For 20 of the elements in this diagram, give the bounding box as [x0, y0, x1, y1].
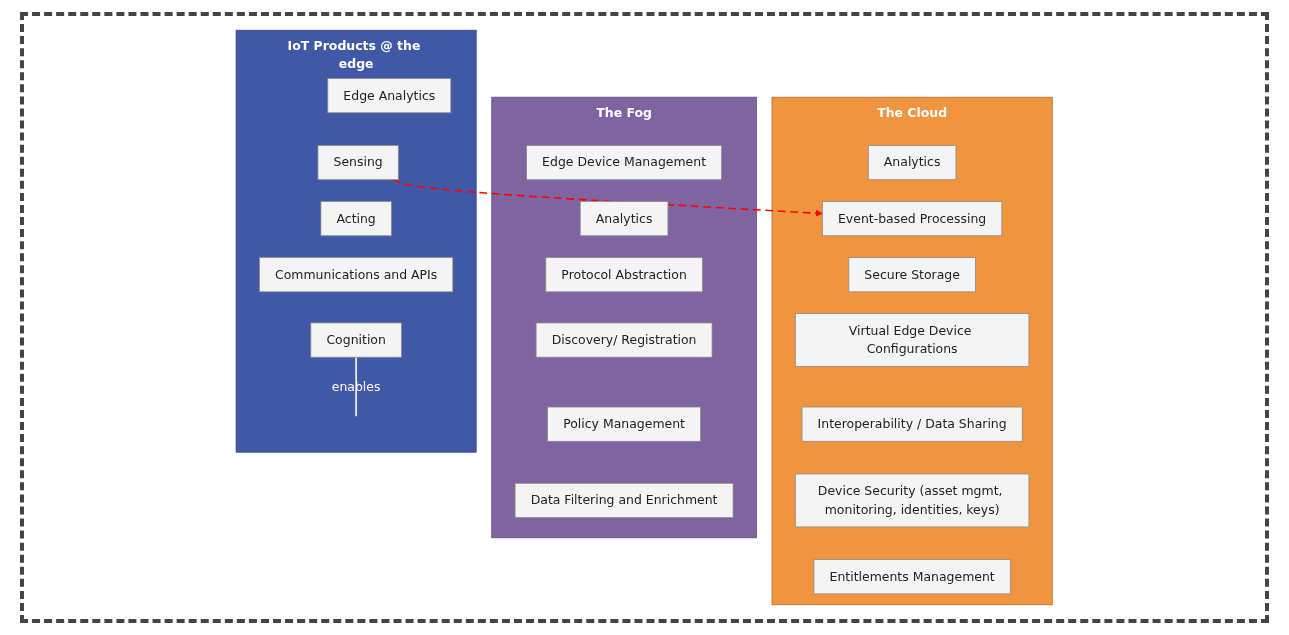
node-box: Cognition [310, 322, 403, 358]
node-box: Edge Analytics [327, 78, 452, 114]
node-box: Sensing [317, 145, 400, 181]
node-box: Communications and APIs [259, 257, 454, 293]
node-box: Discovery/ Registration [536, 322, 713, 358]
node-box: Device Security (asset mgmt, monitoring, identities, keys) [795, 473, 1030, 528]
node-box: Secure Storage [848, 257, 977, 293]
node-box: Acting [320, 201, 393, 237]
node-box: Analytics [868, 145, 957, 181]
node-box: Entitlements Management [813, 559, 1011, 595]
node-box: Event-based Processing [822, 201, 1003, 237]
node-box: Data Filtering and Enrichment [515, 482, 734, 518]
node-box: Interoperability / Data Sharing [801, 406, 1023, 442]
node-box: Edge Device Management [526, 145, 723, 181]
node-box: Policy Management [547, 406, 702, 442]
node-box: Virtual Edge Device Configurations [795, 313, 1030, 367]
arrow [393, 178, 824, 217]
node-box: Protocol Abstraction [545, 257, 704, 293]
node-box: Analytics [580, 201, 669, 237]
connector [355, 356, 358, 418]
